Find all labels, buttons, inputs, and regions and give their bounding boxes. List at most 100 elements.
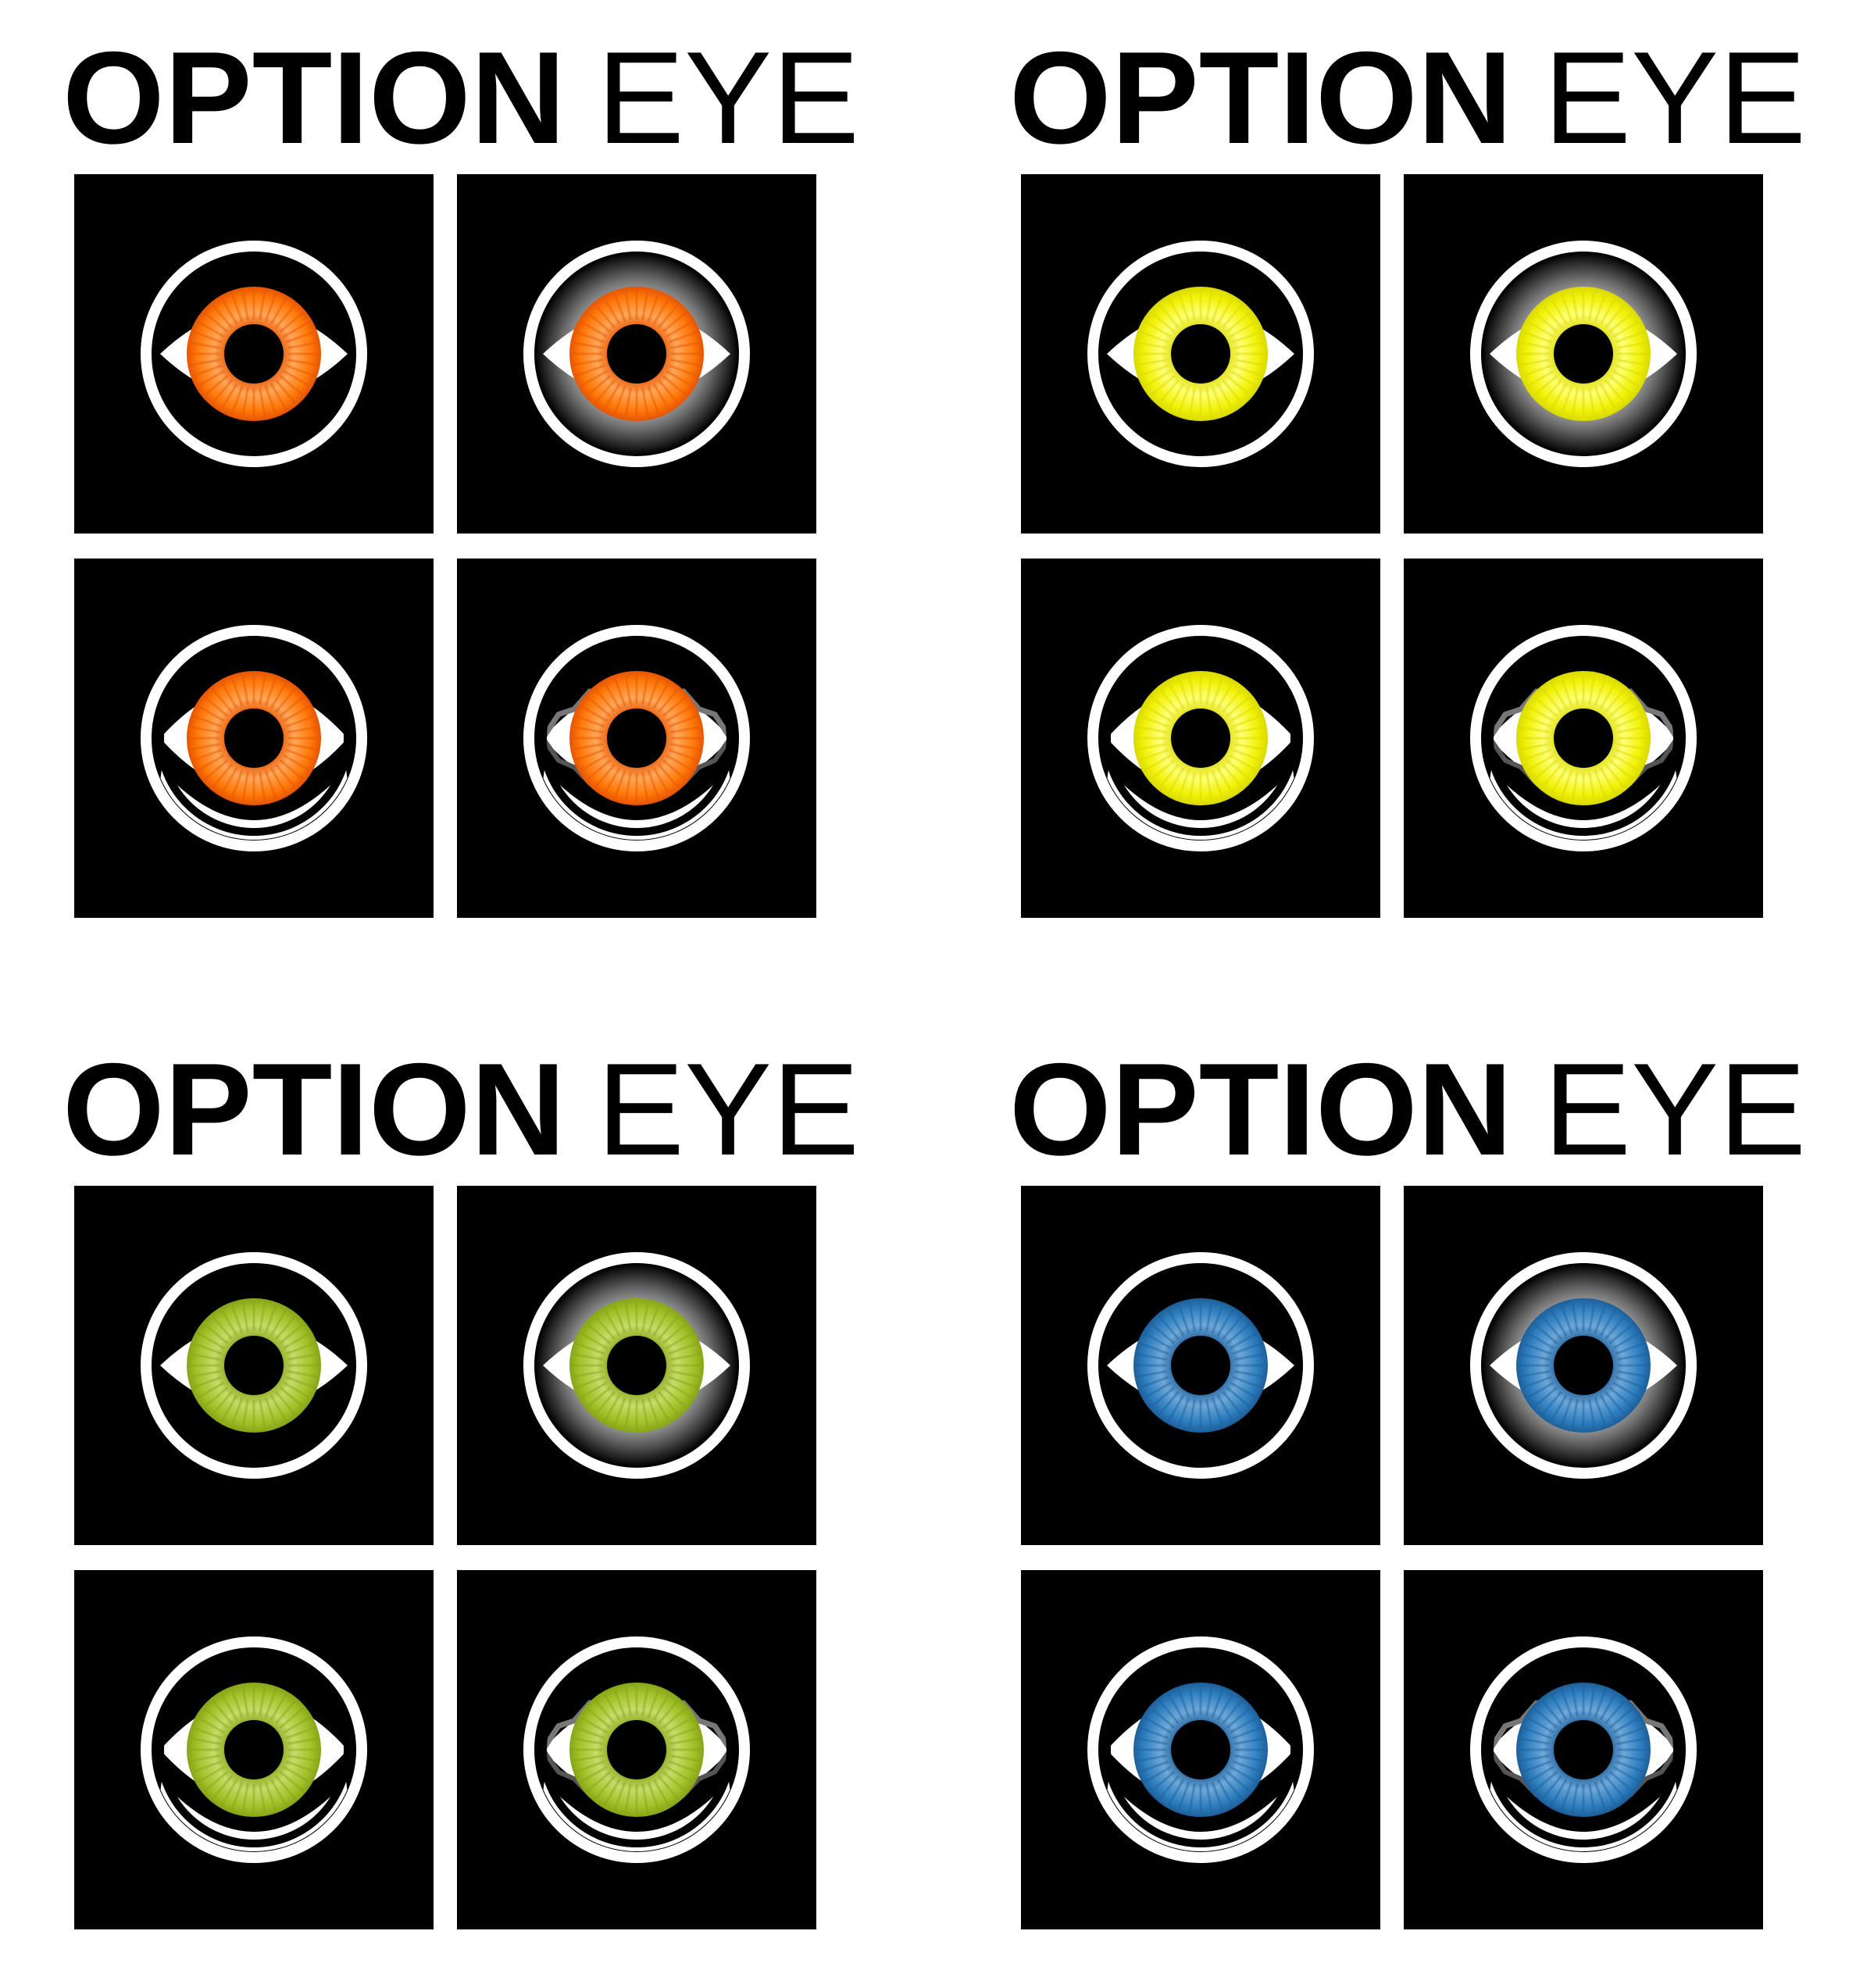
eye-graphic	[1470, 1252, 1697, 1479]
outer-ring	[1470, 625, 1697, 851]
inner-ring	[539, 1652, 734, 1847]
pupil	[607, 1336, 666, 1395]
iris-fibres	[1137, 1686, 1265, 1814]
pupil	[224, 1720, 284, 1779]
outer-ring	[523, 1252, 750, 1479]
eye-icon	[1087, 241, 1314, 467]
iris-fibres	[573, 1686, 701, 1814]
eye-icon	[523, 1252, 750, 1479]
title-light-word: EYE	[597, 24, 860, 171]
pupil	[607, 708, 666, 768]
eye-graphic	[141, 241, 367, 467]
inner-ring	[1103, 641, 1298, 836]
eye-icon	[1470, 625, 1697, 851]
outer-ring	[141, 625, 367, 851]
pupil	[1554, 1336, 1613, 1395]
eye-graphic	[1087, 241, 1314, 467]
title-bold-word: OPTION	[1009, 24, 1513, 171]
lower-band	[152, 769, 355, 840]
inner-ring	[1486, 641, 1681, 836]
iris-fibres	[1519, 674, 1647, 802]
outer-ring	[1087, 1252, 1314, 1479]
eye-tile-shaded	[1404, 174, 1763, 534]
eye-graphic	[1087, 1252, 1314, 1479]
eye-icon	[1087, 1636, 1314, 1863]
pupil	[1554, 1720, 1613, 1779]
pupil	[607, 1720, 666, 1779]
eye-tile-double-ring	[1021, 1570, 1380, 1929]
lower-band	[1099, 769, 1302, 840]
title-light-word: EYE	[597, 1036, 860, 1183]
eye-icon	[1470, 241, 1697, 467]
pupil	[1171, 1720, 1230, 1779]
outer-ring	[1087, 625, 1314, 851]
inner-ring	[1486, 1652, 1681, 1847]
pupil	[1171, 324, 1230, 384]
eye-graphic	[1087, 1636, 1314, 1863]
eye-tile-shaded	[457, 174, 816, 534]
iris-fibres	[573, 290, 701, 418]
eye-icon	[523, 241, 750, 467]
pupil	[1171, 708, 1230, 768]
eye-tile-plain	[74, 174, 434, 534]
eye-graphic	[1087, 625, 1314, 851]
eye-graphic	[1470, 1636, 1697, 1863]
eye-tile-shaded	[457, 1186, 816, 1545]
title-light-word: EYE	[1544, 1036, 1807, 1183]
inner-ring	[539, 641, 734, 836]
inner-ring	[156, 641, 352, 836]
eye-tile-double-ring-lashes	[457, 559, 816, 918]
eye-icon	[1087, 1252, 1314, 1479]
eye-tile-double-ring	[74, 559, 434, 918]
eye-graphic	[1470, 625, 1697, 851]
outer-ring	[1470, 241, 1697, 467]
pupil	[1554, 708, 1613, 768]
iris-fibres	[1519, 290, 1647, 418]
iris-fibres	[1137, 1301, 1265, 1429]
iris-fibres	[1137, 290, 1265, 418]
pupil	[1554, 324, 1613, 384]
outer-ring	[1470, 1252, 1697, 1479]
eye-tile-plain	[1021, 1186, 1380, 1545]
title-bold-word: OPTION	[62, 24, 566, 171]
pupil	[224, 324, 284, 384]
pupil	[224, 708, 284, 768]
eye-tile-shaded	[1404, 1186, 1763, 1545]
eye-graphic	[141, 1636, 367, 1863]
eye-icon	[141, 1252, 367, 1479]
outer-ring	[141, 1636, 367, 1863]
eye-icon	[141, 241, 367, 467]
eye-icon	[1470, 1636, 1697, 1863]
eye-tile-double-ring	[1021, 559, 1380, 918]
lower-band	[1482, 1781, 1685, 1851]
iris-fibres	[1519, 1686, 1647, 1814]
eye-tile-double-ring-lashes	[1404, 1570, 1763, 1929]
outer-ring	[523, 241, 750, 467]
eye-graphic	[141, 625, 367, 851]
iris-fibres	[190, 1686, 318, 1814]
eye-tile-plain	[74, 1186, 434, 1545]
outer-ring	[1087, 241, 1314, 467]
eye-tile-double-ring	[74, 1570, 434, 1929]
title-light-word: EYE	[1544, 24, 1807, 171]
lower-band	[1099, 1781, 1302, 1851]
inner-ring	[1103, 1652, 1298, 1847]
eye-tile-double-ring-lashes	[1404, 559, 1763, 918]
eye-graphic	[523, 1252, 750, 1479]
eye-graphic	[523, 241, 750, 467]
iris-fibres	[1137, 674, 1265, 802]
pupil	[1171, 1336, 1230, 1395]
eye-tile-plain	[1021, 174, 1380, 534]
eye-graphic	[523, 625, 750, 851]
pupil	[607, 324, 666, 384]
outer-ring	[523, 1636, 750, 1863]
eye-icon	[1087, 625, 1314, 851]
